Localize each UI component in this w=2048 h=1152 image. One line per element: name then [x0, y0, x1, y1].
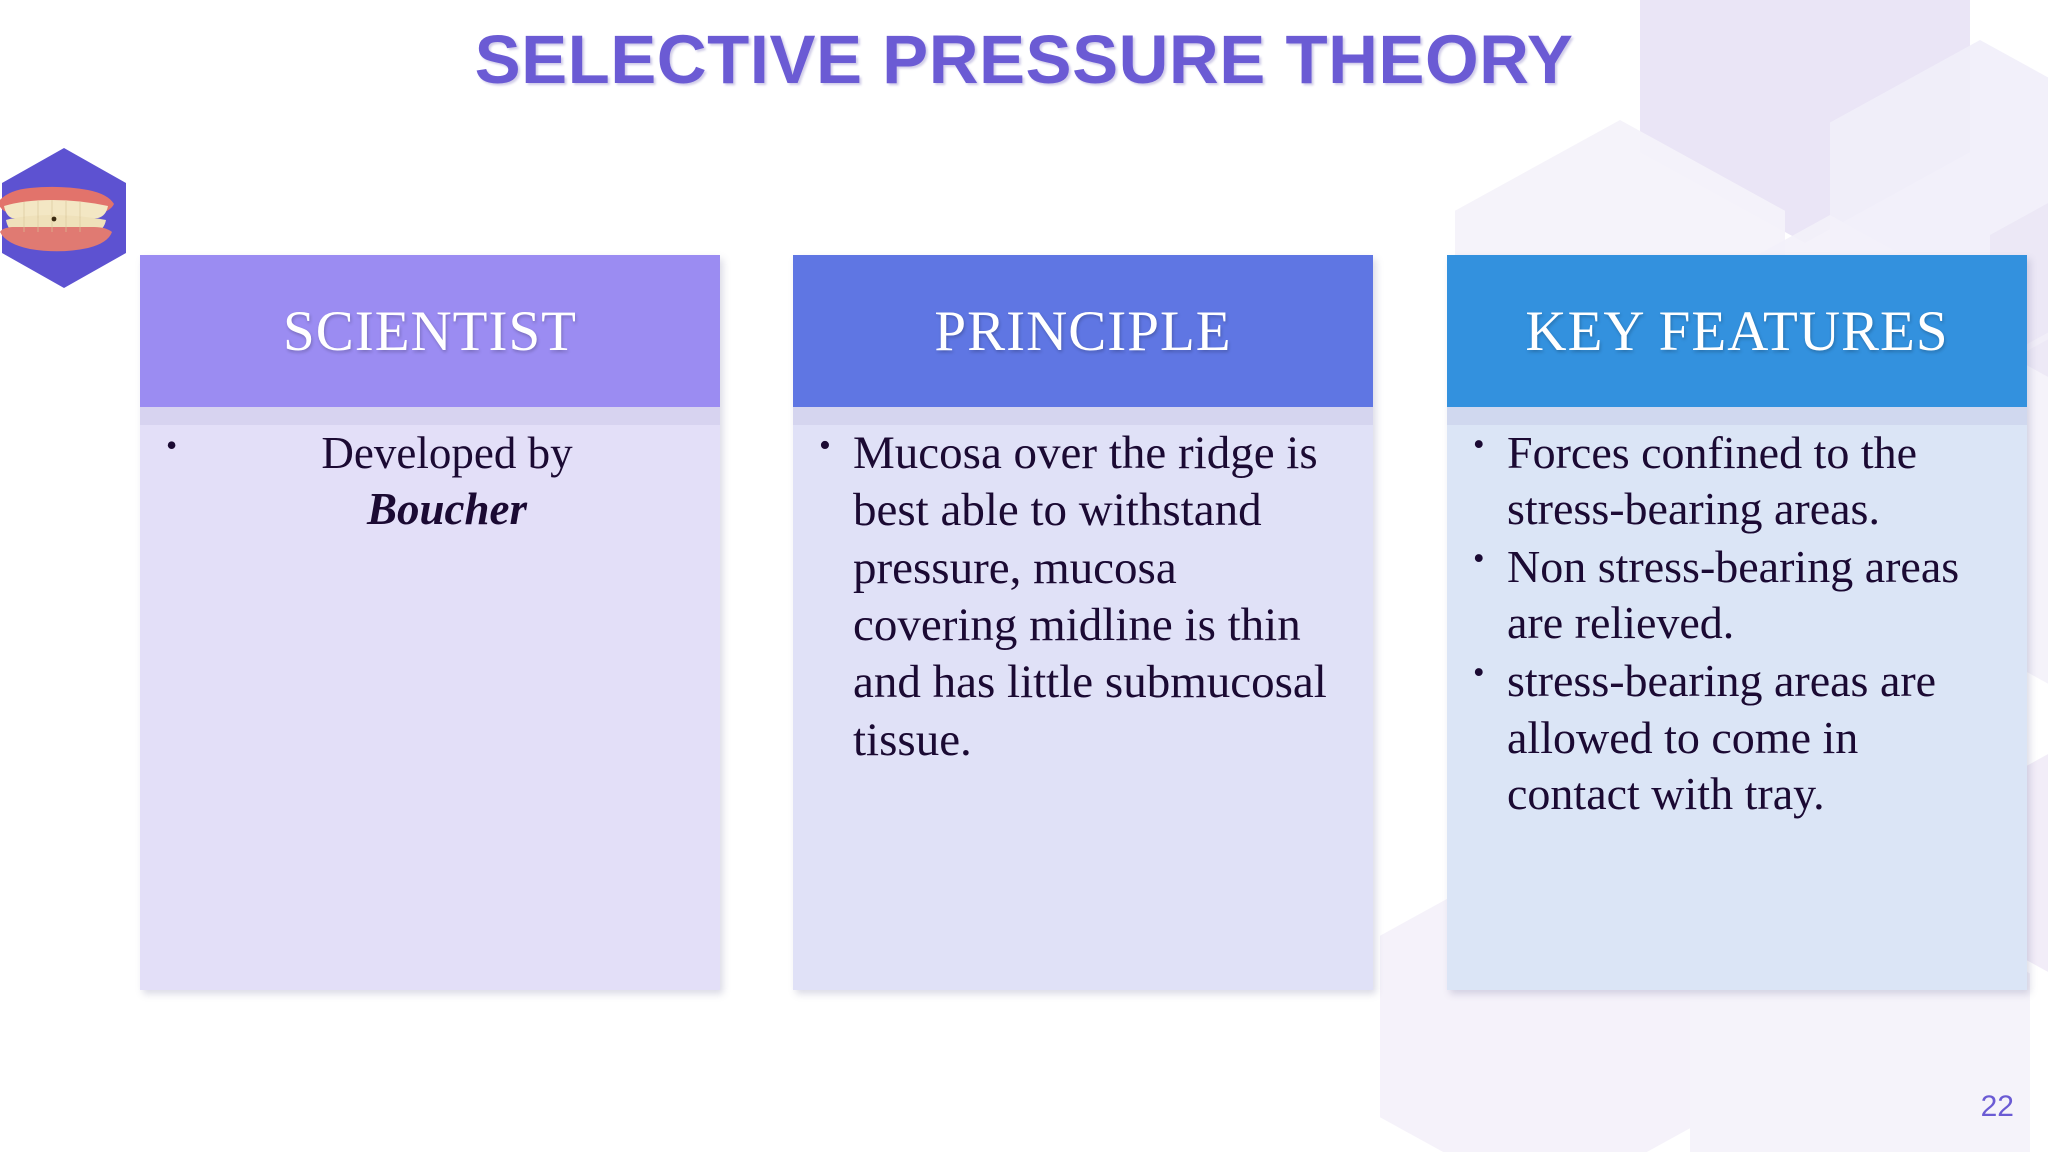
card-key-features-header: KEY FEATURES [1447, 255, 2027, 407]
list-item: • Non stress-bearing areas are relieved. [1473, 539, 2001, 651]
card-key-features-body: • Forces confined to the stress-bearing … [1447, 407, 2027, 990]
card-key-features-bullet-list: • Forces confined to the stress-bearing … [1473, 425, 2001, 822]
list-item: • stress-bearing areas are allowed to co… [1473, 653, 2001, 821]
card-principle-title: PRINCIPLE [934, 299, 1232, 363]
bullet-content: stress-bearing areas are allowed to come… [1507, 655, 1937, 819]
teeth-dentures-icon [0, 186, 114, 252]
card-scientist: SCIENTIST • Developed by Boucher [140, 255, 720, 990]
page-number: 22 [1980, 1090, 2014, 1123]
card-principle-body: • Mucosa over the ridge is best able to … [793, 407, 1373, 990]
card-scientist-body: • Developed by Boucher [140, 407, 720, 990]
bullet-content: Mucosa over the ridge is best able to wi… [853, 427, 1327, 766]
page-title: SELECTIVE PRESSURE THEORY [474, 21, 1574, 98]
card-key-features: KEY FEATURES • Forces confined to the st… [1447, 255, 2027, 990]
dentures-hexagon-badge [0, 148, 126, 288]
card-principle-header: PRINCIPLE [793, 255, 1373, 407]
card-principle-bullet-list: • Mucosa over the ridge is best able to … [819, 425, 1347, 769]
bullet-prefix: Developed by [321, 428, 573, 478]
card-key-features-title: KEY FEATURES [1525, 299, 1949, 363]
card-principle: PRINCIPLE • Mucosa over the ridge is bes… [793, 255, 1373, 990]
bullet-content: Non stress-bearing areas are relieved. [1507, 541, 1960, 649]
card-scientist-header: SCIENTIST [140, 255, 720, 407]
card-scientist-title: SCIENTIST [283, 299, 577, 363]
list-item: • Developed by Boucher [166, 425, 694, 538]
bullet-content: Forces confined to the stress-bearing ar… [1507, 427, 1918, 535]
bullet-icon: • [1473, 541, 1485, 578]
card-scientist-bullet-list: • Developed by Boucher [166, 425, 694, 538]
comparison-card-row: SCIENTIST • Developed by Boucher PRINCIP… [0, 255, 2048, 995]
bullet-icon: • [166, 427, 178, 463]
bullet-emphasis: Boucher [366, 484, 528, 535]
list-item: • Forces confined to the stress-bearing … [1473, 425, 2001, 537]
bullet-content: Developed by Boucher [200, 425, 694, 538]
bullet-icon: • [1473, 655, 1485, 692]
bullet-icon: • [819, 427, 831, 464]
bullet-icon: • [1473, 427, 1485, 463]
list-item: • Mucosa over the ridge is best able to … [819, 425, 1347, 769]
